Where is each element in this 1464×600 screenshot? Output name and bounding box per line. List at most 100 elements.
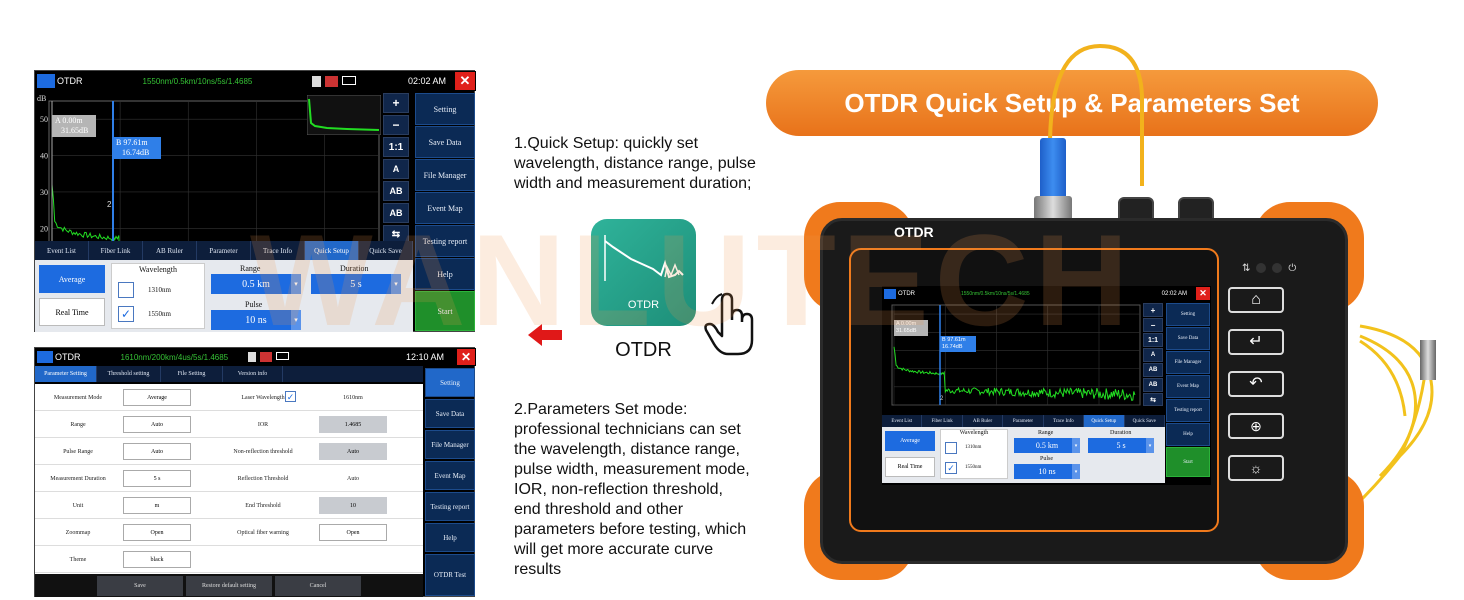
range-select[interactable]: 0.5 km ▾ <box>1014 438 1080 453</box>
side-file-manager[interactable]: File Manager <box>415 159 475 191</box>
cursor-a-dist: 0.00m <box>62 116 83 125</box>
back-icon[interactable]: ↶ <box>1228 371 1284 397</box>
wavelength-checkbox[interactable]: ✓ <box>285 391 296 402</box>
ab-button[interactable]: AB <box>1143 363 1163 377</box>
cursor-a-loss: 31.65dB <box>61 126 89 135</box>
side-event-map[interactable]: Event Map <box>425 461 475 490</box>
side-testing-report[interactable]: Testing report <box>415 225 475 257</box>
param-select[interactable]: black <box>123 551 191 568</box>
otdr-test-button[interactable]: OTDR Test <box>425 554 475 596</box>
tab-threshold-setting[interactable]: Threshold setting <box>97 366 161 382</box>
param-select[interactable]: Open <box>123 524 191 541</box>
realtime-button[interactable]: Real Time <box>39 298 105 326</box>
wavelength-1310-checkbox[interactable] <box>945 442 957 454</box>
param-value[interactable]: Open <box>319 524 387 541</box>
tab-event-list[interactable]: Event List <box>882 415 923 427</box>
cursor-a-button[interactable]: A <box>1143 348 1163 362</box>
zoom-in-icon[interactable]: + <box>1143 303 1163 317</box>
tab-fiber-link[interactable]: Fiber Link <box>922 415 963 427</box>
side-help[interactable]: Help <box>1166 423 1210 446</box>
side-file-manager[interactable]: File Manager <box>1166 351 1210 374</box>
pulse-select[interactable]: 10 ns ▾ <box>1014 464 1080 479</box>
cancel-button[interactable]: Cancel <box>275 575 361 596</box>
wavelength-box: Wavelength 1310nm ✓ 1550nm <box>940 429 1008 479</box>
zoom-out-icon[interactable]: − <box>383 115 409 135</box>
side-event-map[interactable]: Event Map <box>415 192 475 224</box>
tab-file-setting[interactable]: File Setting <box>161 366 223 382</box>
close-button[interactable]: ✕ <box>457 349 475 365</box>
side-setting[interactable]: Setting <box>425 368 475 397</box>
side-testing-report[interactable]: Testing report <box>425 492 475 521</box>
ab-button[interactable]: AB <box>383 181 409 201</box>
tab-quick-setup[interactable]: Quick Setup <box>1084 415 1125 427</box>
side-file-manager[interactable]: File Manager <box>425 430 475 459</box>
param-label: Unit <box>72 502 84 509</box>
tab-ab-ruler[interactable]: AB Ruler <box>963 415 1004 427</box>
average-button[interactable]: Average <box>39 265 105 293</box>
param-select[interactable]: m <box>123 497 191 514</box>
wavelength-1550-checkbox[interactable]: ✓ <box>118 306 134 322</box>
side-save-data[interactable]: Save Data <box>425 399 475 428</box>
tab-fiber-link[interactable]: Fiber Link <box>89 241 143 260</box>
pulse-select[interactable]: 10 ns ▾ <box>211 310 301 330</box>
param-select[interactable]: Average <box>123 389 191 406</box>
ab-move-button[interactable]: AB <box>1143 378 1163 392</box>
backlight-icon[interactable]: ☼ <box>1228 455 1284 481</box>
wavelength-1310-checkbox[interactable] <box>118 282 134 298</box>
wavelength-1550-checkbox[interactable]: ✓ <box>945 462 957 474</box>
tab-trace-info[interactable]: Trace Info <box>1044 415 1085 427</box>
start-button[interactable]: Start <box>415 291 475 331</box>
desc-line: 1.Quick Setup: quickly set <box>514 135 699 152</box>
tab-quick-setup[interactable]: Quick Setup <box>305 241 359 260</box>
cursor-a-button[interactable]: A <box>383 159 409 179</box>
close-button[interactable]: ✕ <box>1196 287 1210 300</box>
side-save-data[interactable]: Save Data <box>415 126 475 158</box>
tab-ab-ruler[interactable]: AB Ruler <box>143 241 197 260</box>
range-select[interactable]: 0.5 km ▾ <box>211 274 301 294</box>
duration-select[interactable]: 5 s ▾ <box>1088 438 1154 453</box>
tab-trace-info[interactable]: Trace Info <box>251 241 305 260</box>
otdr-app-icon[interactable]: OTDR <box>591 219 696 326</box>
start-button[interactable]: Start <box>1166 447 1210 477</box>
tab-parameter[interactable]: Parameter <box>197 241 251 260</box>
swap-icon[interactable]: ⇆ <box>1143 393 1163 406</box>
side-help[interactable]: Help <box>415 258 475 290</box>
tab-version-info[interactable]: Version info <box>223 366 283 382</box>
ab-move-button[interactable]: AB <box>383 203 409 223</box>
average-button[interactable]: Average <box>885 431 935 451</box>
param-value[interactable]: 1610nm <box>343 394 363 401</box>
tab-quick-save[interactable]: Quick Save <box>1125 415 1165 427</box>
home-icon[interactable]: ⌂ <box>1228 287 1284 313</box>
side-help[interactable]: Help <box>425 523 475 552</box>
side-save-data[interactable]: Save Data <box>1166 327 1210 350</box>
enter-icon[interactable]: ↵ <box>1228 329 1284 355</box>
zoom-out-icon[interactable]: − <box>1143 318 1163 332</box>
duration-select[interactable]: 5 s ▾ <box>311 274 401 294</box>
side-testing-report[interactable]: Testing report <box>1166 399 1210 422</box>
zoom-1-1-button[interactable]: 1:1 <box>1143 333 1163 347</box>
zoom-in-icon[interactable]: + <box>383 93 409 113</box>
zoom-icon[interactable]: ⊕ <box>1228 413 1284 439</box>
side-setting[interactable]: Setting <box>1166 303 1210 326</box>
zoom-1-1-button[interactable]: 1:1 <box>383 137 409 157</box>
side-setting[interactable]: Setting <box>415 93 475 125</box>
tab-parameter-setting[interactable]: Parameter Setting <box>35 366 97 382</box>
param-value[interactable]: 1.4685 <box>319 416 387 433</box>
side-event-map[interactable]: Event Map <box>1166 375 1210 398</box>
left-arrow-icon <box>528 324 562 346</box>
save-button[interactable]: Save <box>97 575 183 596</box>
tab-quick-save[interactable]: Quick Save <box>359 241 413 260</box>
restore-default-button[interactable]: Restore default setting <box>186 575 272 596</box>
tab-parameter[interactable]: Parameter <box>1003 415 1044 427</box>
param-value[interactable]: Auto <box>347 475 359 482</box>
param-value[interactable]: 10 <box>319 497 387 514</box>
param-value[interactable]: Auto <box>319 443 387 460</box>
param-select[interactable]: 5 s <box>123 470 191 487</box>
close-button[interactable]: ✕ <box>455 72 475 90</box>
status-icons <box>248 352 290 362</box>
param-select[interactable]: Auto <box>123 443 191 460</box>
desc-line: the wavelength, distance range, <box>514 441 740 458</box>
param-select[interactable]: Auto <box>123 416 191 433</box>
realtime-button[interactable]: Real Time <box>885 457 935 477</box>
tab-event-list[interactable]: Event List <box>35 241 89 260</box>
